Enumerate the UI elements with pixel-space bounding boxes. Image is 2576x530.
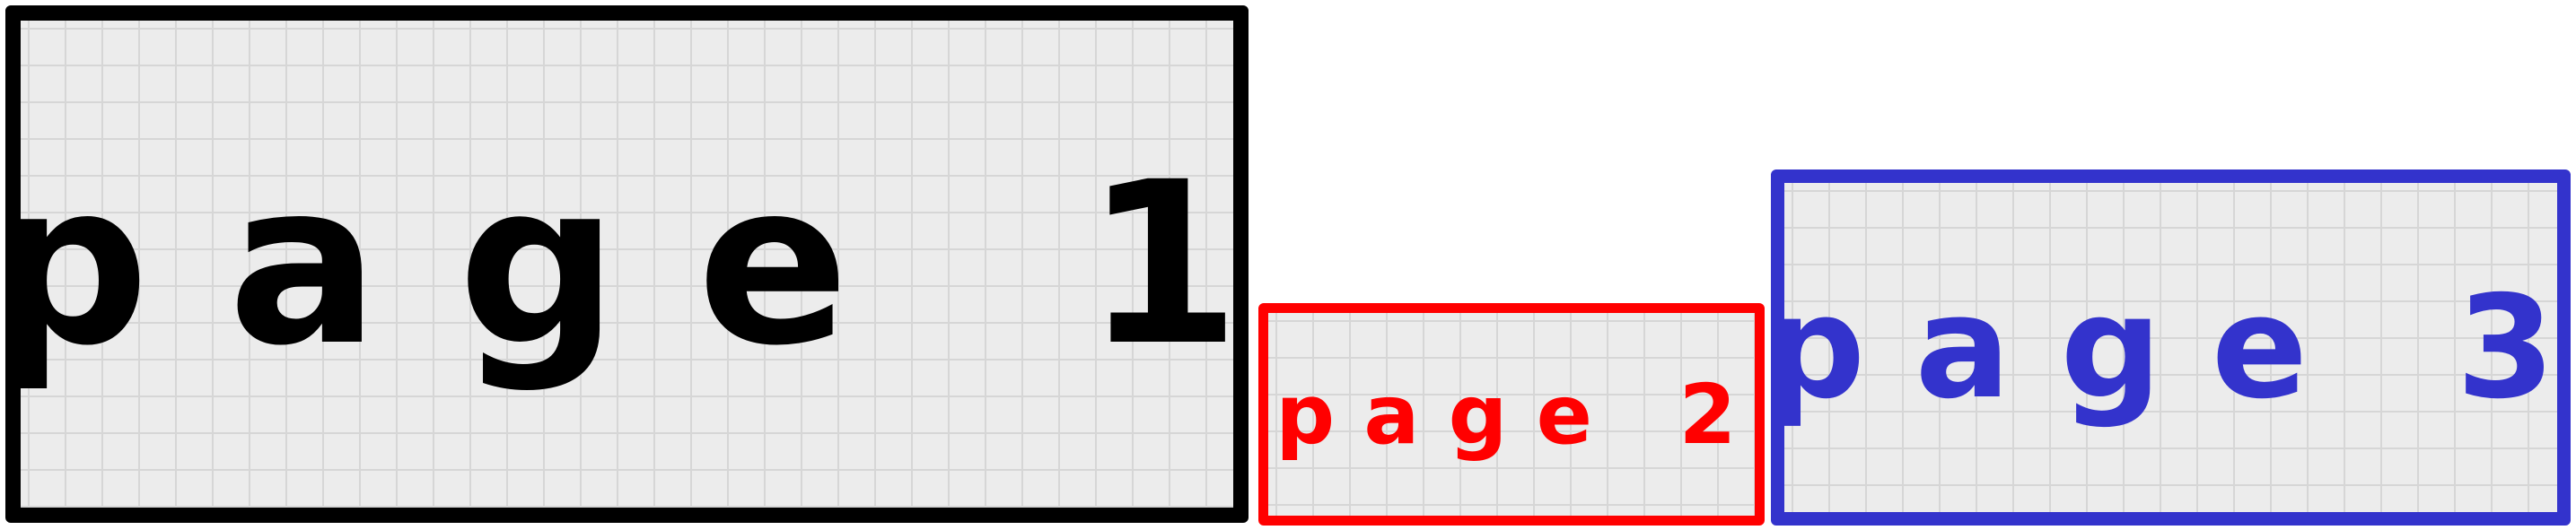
page-3-frame: page 3 xyxy=(1771,169,2571,526)
page-1-label: page 1 xyxy=(5,134,1249,395)
page-2-frame: page 2 xyxy=(1258,303,1765,526)
page-2-label: page 2 xyxy=(1275,366,1765,463)
page-3-label: page 3 xyxy=(1771,265,2571,430)
page-1-frame: page 1 xyxy=(5,5,1249,523)
